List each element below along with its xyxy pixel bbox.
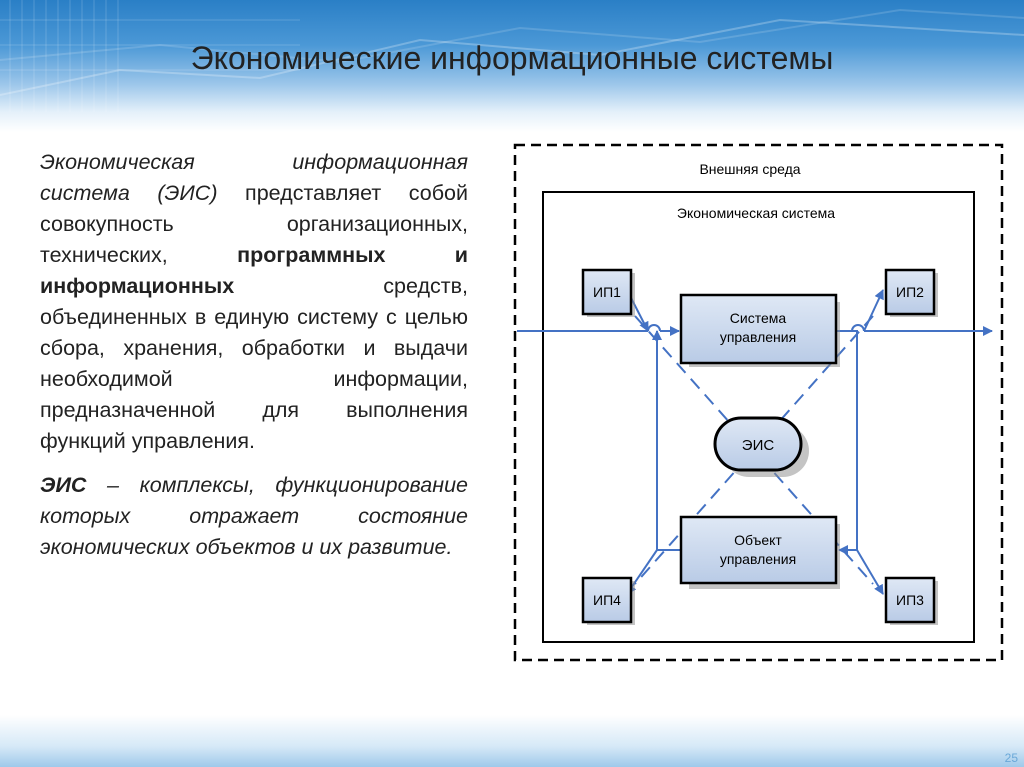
- header-decoration: [0, 0, 1024, 112]
- managed-object-label-1: Объект: [734, 532, 782, 548]
- ip1-label: ИП1: [593, 284, 621, 300]
- eis-node: [713, 416, 803, 472]
- eis-term: ЭИС: [40, 473, 87, 497]
- slide-number: 25: [1004, 751, 1018, 765]
- eis-paragraph: ЭИС – комплексы, функционирование которы…: [40, 470, 468, 563]
- ip4-label: ИП4: [593, 592, 621, 608]
- eis-label: ЭИС: [742, 437, 775, 454]
- control-system-label-2: управления: [720, 329, 796, 345]
- economic-system-label: Экономическая система: [677, 205, 835, 221]
- external-environment-border: [513, 143, 1004, 662]
- ip2-node: ИП2: [884, 268, 938, 317]
- header-fade: [0, 112, 1024, 132]
- term-italic: Экономическая информационная система (ЭИ…: [40, 150, 468, 205]
- ip3-node: ИП3: [884, 576, 938, 625]
- ip1-node: ИП1: [581, 268, 635, 317]
- ip3-label: ИП3: [896, 592, 924, 608]
- managed-object-box: [679, 515, 838, 585]
- eis-diagram: Внешняя среда Экономическая система Сист…: [513, 143, 1004, 662]
- control-system-box: [679, 293, 838, 365]
- external-environment-label: Внешняя среда: [699, 161, 800, 177]
- definition-text-2: средств, объединенных в единую систему с…: [40, 274, 468, 453]
- definition-bold: программных и информационных: [40, 243, 468, 298]
- control-system-label-1: Система: [730, 310, 787, 326]
- ip4-node: ИП4: [581, 576, 635, 625]
- slide-title: Экономические информационные системы: [190, 40, 834, 76]
- text-block: Экономическая информационная система (ЭИ…: [40, 147, 468, 576]
- definition-text-1: представляет собой совокупность организа…: [40, 181, 469, 267]
- footer-band: 25: [0, 715, 1024, 767]
- ip2-label: ИП2: [896, 284, 924, 300]
- eis-description: – комплексы, функционирование которых от…: [40, 473, 468, 559]
- definition-paragraph: Экономическая информационная система (ЭИ…: [40, 147, 468, 457]
- managed-object-label-2: управления: [720, 551, 796, 567]
- header-band: Экономические информационные системы: [0, 0, 1024, 112]
